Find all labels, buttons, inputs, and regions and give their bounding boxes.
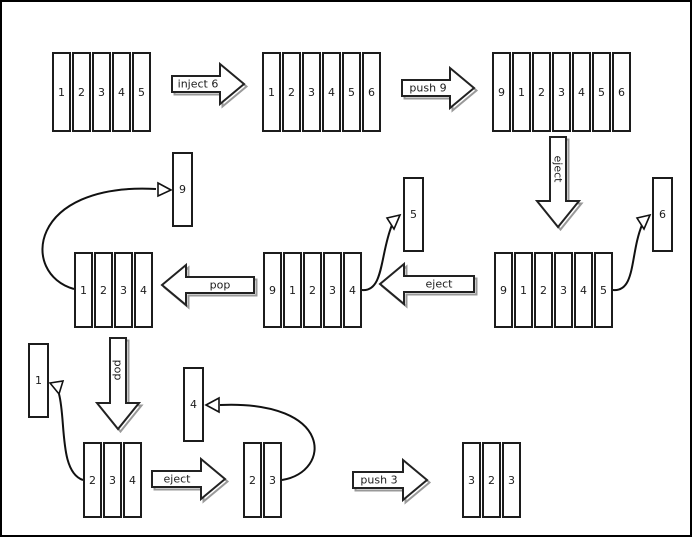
removed-value-9: 9	[172, 152, 193, 227]
deque-cell: 3	[103, 442, 122, 518]
deque-cell: 3	[462, 442, 481, 518]
deque-cell: 2	[482, 442, 501, 518]
deque-cell: 2	[72, 52, 91, 132]
eject-mid-label: eject	[425, 277, 453, 291]
inject6-label: inject 6	[177, 77, 219, 91]
deque-cell: 3	[502, 442, 521, 518]
deque-cell: 1	[52, 52, 71, 132]
removed-value-5: 5	[403, 177, 424, 252]
deque-cell: 1	[262, 52, 281, 132]
deque-cell: 4	[343, 252, 362, 328]
deque-cell: 3	[554, 252, 573, 328]
deque-cell: 6	[362, 52, 381, 132]
eject5-connector	[361, 213, 402, 292]
deque-cell: 1	[74, 252, 93, 328]
deque-cell: 3	[114, 252, 133, 328]
push3-arrow	[352, 457, 432, 505]
deque-cell: 6	[612, 52, 631, 132]
deque-cell: 2	[282, 52, 301, 132]
push9-label: push 9	[409, 81, 447, 95]
deque-cell: 9	[494, 252, 513, 328]
inject6-arrow	[171, 61, 249, 109]
deque-cell: 2	[243, 442, 262, 518]
pop9-connector	[41, 181, 173, 290]
push3-label: push 3	[360, 473, 398, 487]
removed-value-6: 6	[652, 177, 673, 252]
deque-cell: 2	[303, 252, 322, 328]
deque-cell: 5	[342, 52, 361, 132]
deque-cell: 4	[574, 252, 593, 328]
eject4-connector	[204, 396, 316, 481]
deque-cell: 4	[134, 252, 153, 328]
removed-value-1: 1	[28, 343, 49, 418]
pop-mid-label: pop	[209, 278, 231, 292]
eject-bottom-label: eject	[163, 472, 191, 486]
deque-cell: 5	[594, 252, 613, 328]
eject6-connector	[612, 213, 652, 292]
deque-cell: 2	[83, 442, 102, 518]
pop1-connector	[48, 380, 84, 481]
push9-arrow	[401, 65, 479, 113]
deque-cell: 4	[322, 52, 341, 132]
deque-cell: 2	[534, 252, 553, 328]
deque-cell: 4	[572, 52, 591, 132]
pop-down-label: pop	[111, 359, 125, 381]
deque-cell: 1	[514, 252, 533, 328]
deque-cell: 5	[132, 52, 151, 132]
deque-cell: 2	[94, 252, 113, 328]
pop-mid-arrow	[160, 262, 258, 310]
deque-cell: 1	[512, 52, 531, 132]
removed-value-4: 4	[183, 367, 204, 442]
pop-down-arrow	[94, 337, 144, 434]
deque-cell: 3	[302, 52, 321, 132]
deque-cell: 9	[492, 52, 511, 132]
eject-bottom-arrow	[151, 456, 230, 504]
deque-cell: 4	[112, 52, 131, 132]
deque-cell: 3	[552, 52, 571, 132]
deque-cell: 4	[123, 442, 142, 518]
deque-cell: 3	[323, 252, 342, 328]
eject-top-label: eject	[551, 155, 565, 183]
eject-top-arrow	[534, 136, 584, 232]
eject-mid-arrow	[378, 261, 478, 309]
deque-cell: 2	[532, 52, 551, 132]
deque-cell: 9	[263, 252, 282, 328]
deque-cell: 5	[592, 52, 611, 132]
deque-cell: 1	[283, 252, 302, 328]
deque-cell: 3	[263, 442, 282, 518]
deque-cell: 3	[92, 52, 111, 132]
